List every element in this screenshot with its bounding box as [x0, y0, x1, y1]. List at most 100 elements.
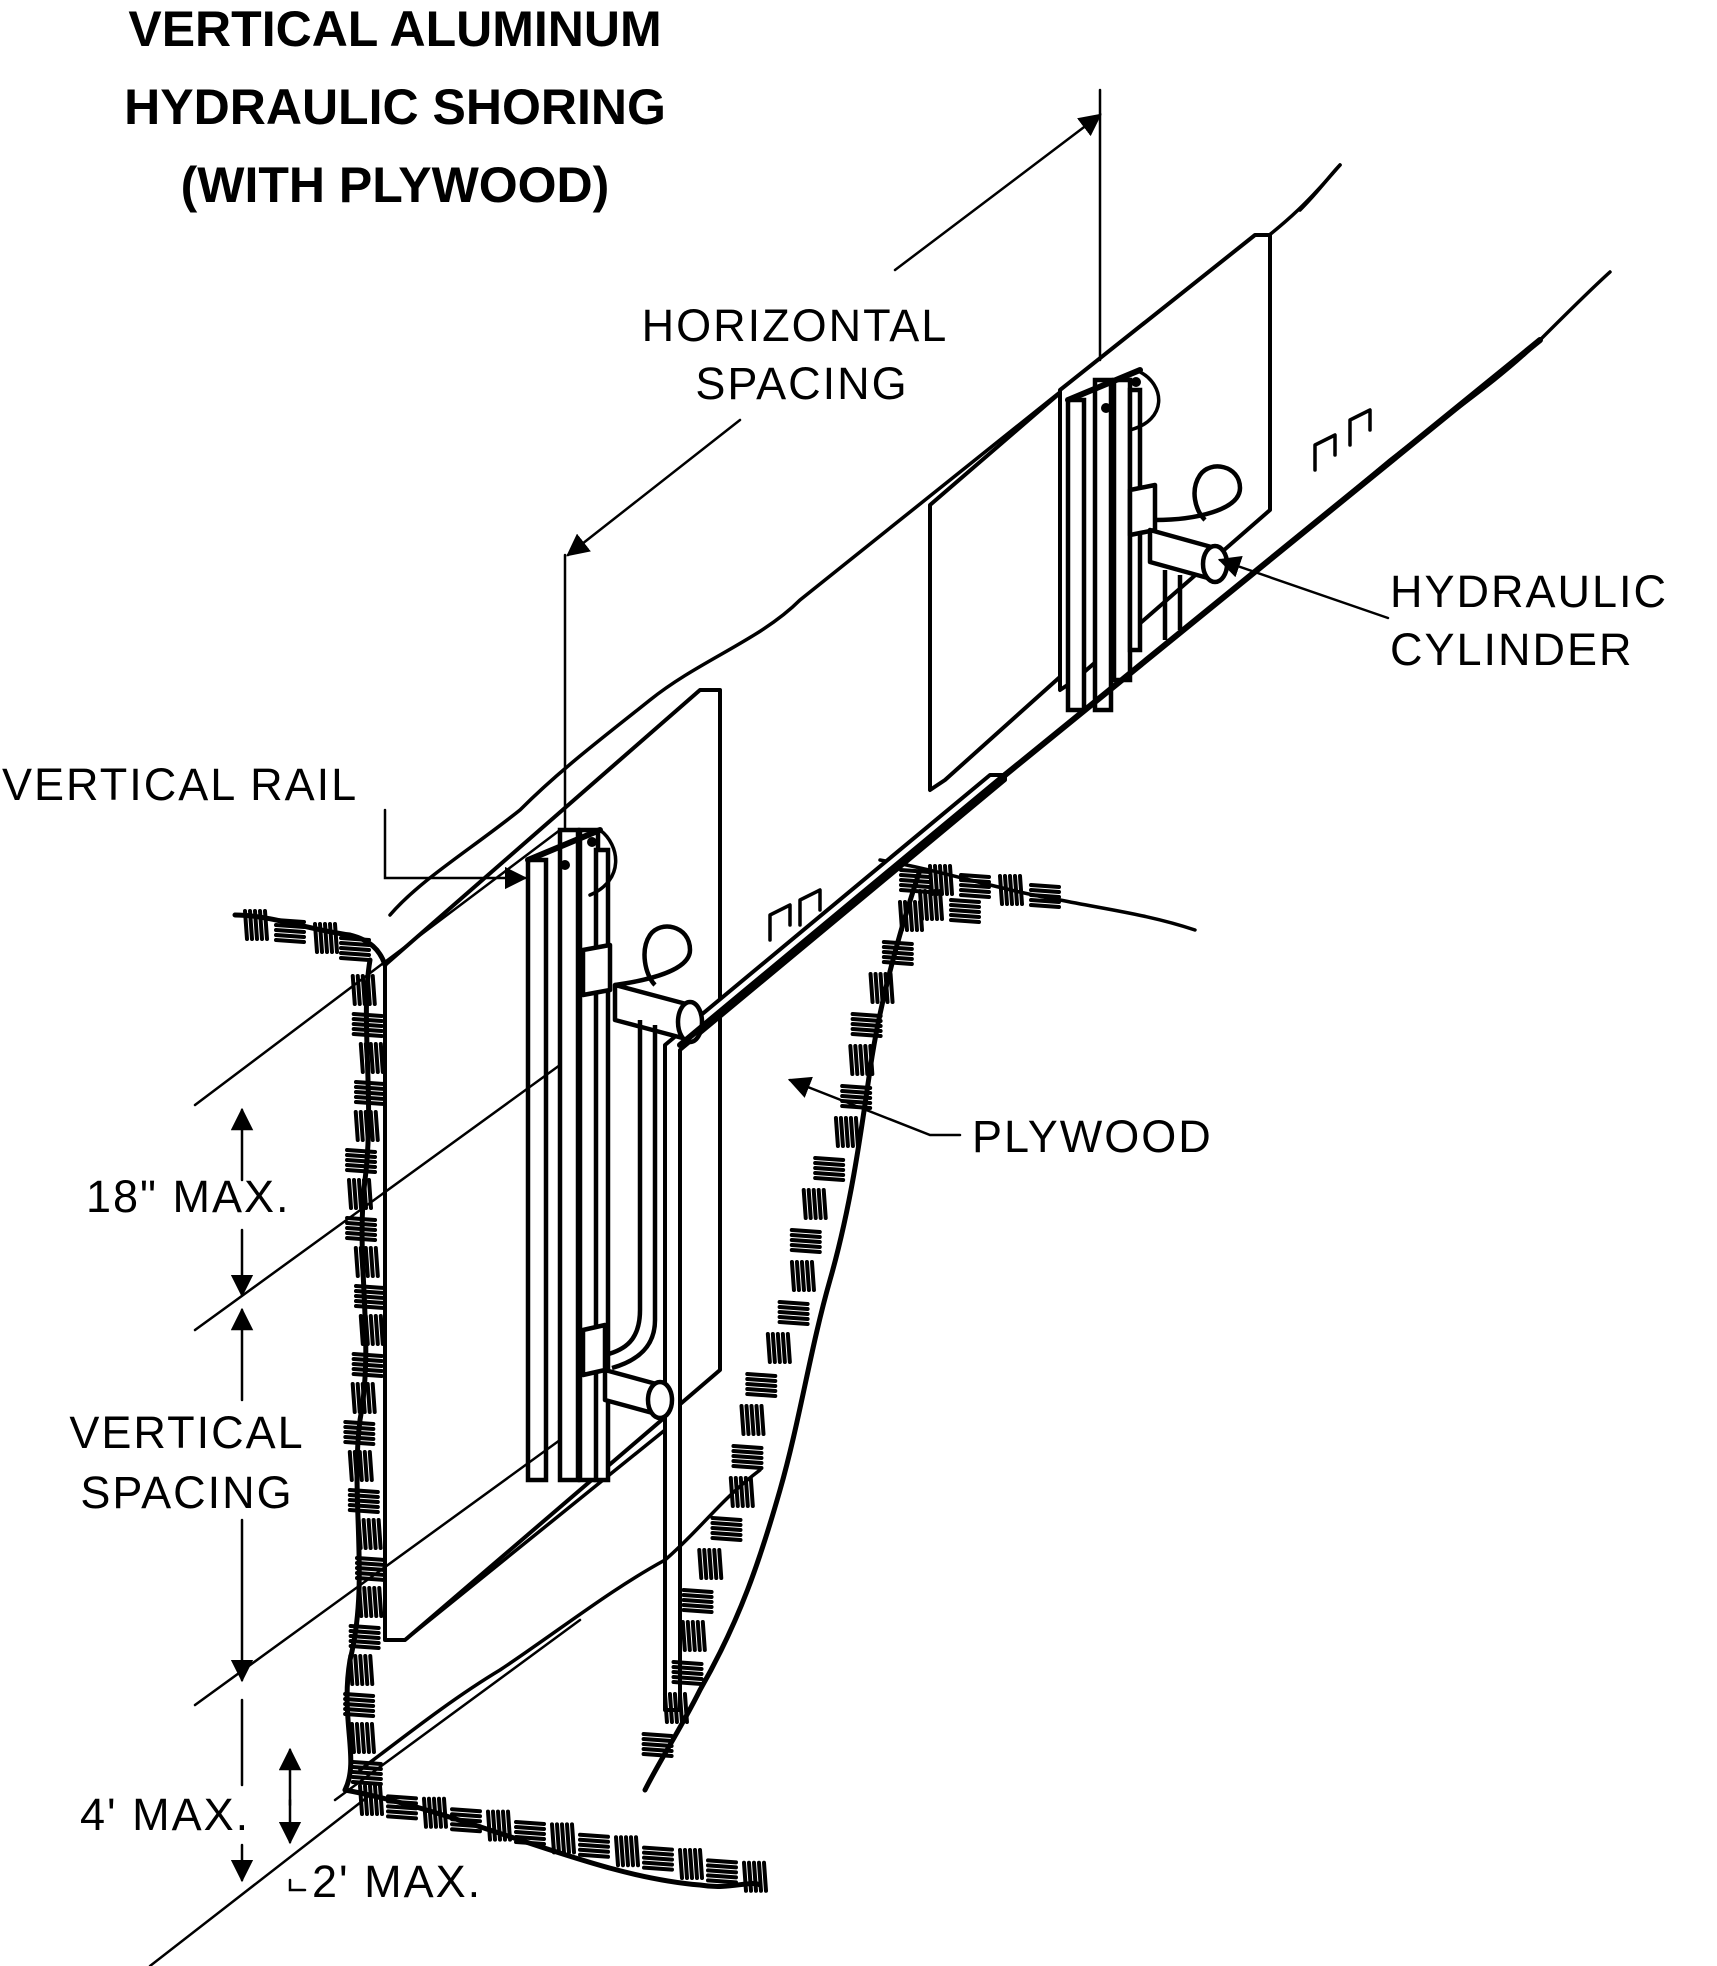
soil-hatch-mark: [514, 1840, 546, 1846]
soil-hatch-mark: [369, 1722, 376, 1754]
soil-hatch-mark: [748, 1476, 755, 1508]
soil-hatch-mark: [641, 1732, 674, 1738]
soil-hatch-mark: [363, 1314, 370, 1346]
soil-hatch-mark: [702, 1548, 709, 1580]
soil-hatch-mark: [959, 888, 991, 894]
soil-hatch-mark: [351, 1017, 384, 1023]
soil-hatch-mark: [253, 909, 259, 941]
soil-hatch-mark: [345, 1168, 378, 1174]
soil-hatch-mark: [912, 900, 919, 932]
soil-hatch-mark: [343, 1707, 376, 1713]
soil-hatch-mark: [685, 1620, 692, 1652]
soil-hatch-mark: [899, 868, 931, 874]
soil-hatch-mark: [347, 1488, 380, 1494]
soil-hatch-mark: [775, 1332, 782, 1364]
soil-hatch-mark: [437, 1796, 443, 1829]
soil-hatch-mark: [747, 1860, 753, 1893]
soil-hatch-mark: [949, 913, 981, 919]
hydraulic-hose-front: [604, 1020, 658, 1371]
soil-hatch-mark: [789, 1260, 796, 1292]
soil-right-wall: [641, 864, 1061, 1793]
soil-hatch-mark: [881, 955, 914, 961]
soil-hatch-mark: [710, 1521, 743, 1527]
soil-hatch-mark: [313, 922, 319, 954]
soil-hatch-mark: [357, 1586, 364, 1618]
soil-hatch-mark: [777, 1315, 810, 1321]
label-horizontal-spacing-line1: HORIZONTAL: [642, 300, 949, 351]
soil-hatch-mark: [813, 1166, 846, 1172]
soil-hatch-mark: [578, 1832, 610, 1839]
soil-hatch-mark: [368, 1654, 375, 1686]
soil-hatch-mark: [358, 1784, 364, 1816]
soil-hatch-mark: [578, 1837, 610, 1844]
soil-hatch-mark: [343, 1435, 376, 1441]
soil-hatch-mark: [681, 1593, 714, 1599]
soil-hatch-mark: [777, 1300, 810, 1306]
soil-hatch-mark: [363, 1042, 370, 1074]
soil-hatch-mark: [949, 898, 981, 904]
soil-hatch-mark: [354, 1561, 387, 1567]
soil-hatch-mark: [343, 1430, 376, 1436]
soil-hatch-mark: [348, 1644, 381, 1650]
soil-hatch-mark: [514, 1825, 546, 1831]
soil-hatch-mark: [731, 1464, 764, 1470]
soil-hatch-mark: [731, 1449, 764, 1455]
label-hydraulic-cylinder-line1: HYDRAULIC: [1390, 566, 1668, 617]
soil-hatch-mark: [752, 1860, 758, 1893]
soil-hatch-mark: [899, 883, 931, 889]
soil-hatch-mark: [759, 1404, 766, 1436]
soil-hatch-mark: [1029, 893, 1061, 899]
diagram-title: VERTICAL ALUMINUM HYDRAULIC SHORING (WIT…: [124, 1, 666, 213]
label-horizontal-spacing: HORIZONTAL SPACING: [642, 300, 949, 409]
soil-hatch-mark: [376, 1518, 383, 1550]
soil-hatch-mark: [360, 1382, 367, 1414]
soil-hatch-mark: [840, 1084, 873, 1090]
soil-hatch-mark: [881, 950, 914, 956]
soil-hatch-mark: [918, 889, 924, 921]
soil-hatch-mark: [353, 1304, 386, 1310]
soil-hatch-mark: [1003, 874, 1009, 906]
soil-hatch-mark: [785, 1332, 792, 1364]
soil-hatch-mark: [274, 923, 306, 929]
soil-hatch-mark: [351, 1367, 384, 1373]
soil-hatch-mark: [354, 1576, 387, 1582]
soil-hatch-mark: [671, 1660, 704, 1666]
soil-hatch-mark: [681, 1598, 714, 1604]
soil-hatch-mark: [731, 1444, 764, 1450]
horizontal-spacing-dimension: [563, 88, 1102, 832]
soil-hatch-mark: [959, 893, 991, 899]
soil-hatch-mark: [739, 1404, 746, 1436]
soil-hatch-mark: [378, 1784, 384, 1816]
soil-hatch-mark: [1008, 874, 1014, 906]
soil-hatch-mark: [672, 1692, 679, 1724]
soil-hatch-mark: [450, 1807, 482, 1814]
soil-hatch-mark: [358, 1042, 365, 1074]
soil-hatch-mark: [348, 1654, 355, 1686]
soil-hatch-mark: [943, 864, 949, 896]
soil-hatch-mark: [345, 1158, 378, 1164]
soil-hatch-mark: [667, 1692, 674, 1724]
soil-hatch-mark: [368, 1246, 375, 1278]
vertical-rail-front: [525, 827, 618, 1483]
soil-hatch-mark: [642, 1845, 674, 1852]
soil-hatch-mark: [347, 1178, 354, 1210]
soil-hatch-mark: [728, 1476, 735, 1508]
soil-hatch-mark: [681, 1588, 714, 1594]
soil-hatch-mark: [386, 1799, 418, 1806]
soil-hatch-mark: [352, 1178, 359, 1210]
soil-hatch-mark: [345, 1148, 378, 1154]
label-hydraulic-cylinder-line2: CYLINDER: [1390, 624, 1634, 675]
plywood-leader: [787, 1076, 962, 1137]
soil-hatch-mark: [671, 1680, 704, 1686]
soil-hatch-mark: [1029, 883, 1061, 889]
soil-hatch-mark: [386, 1809, 418, 1816]
soil-hatch-mark: [274, 918, 306, 924]
soil-hatch-mark: [368, 1314, 375, 1346]
soil-hatch-mark: [868, 1044, 875, 1076]
soil-hatch-mark: [907, 900, 914, 932]
soil-hatch-mark: [432, 1796, 438, 1829]
soil-hatch-mark: [873, 972, 880, 1004]
soil-hatch-mark: [365, 1382, 372, 1414]
soil-hatch-mark: [811, 1188, 818, 1220]
soil-hatch-mark: [373, 1246, 380, 1278]
